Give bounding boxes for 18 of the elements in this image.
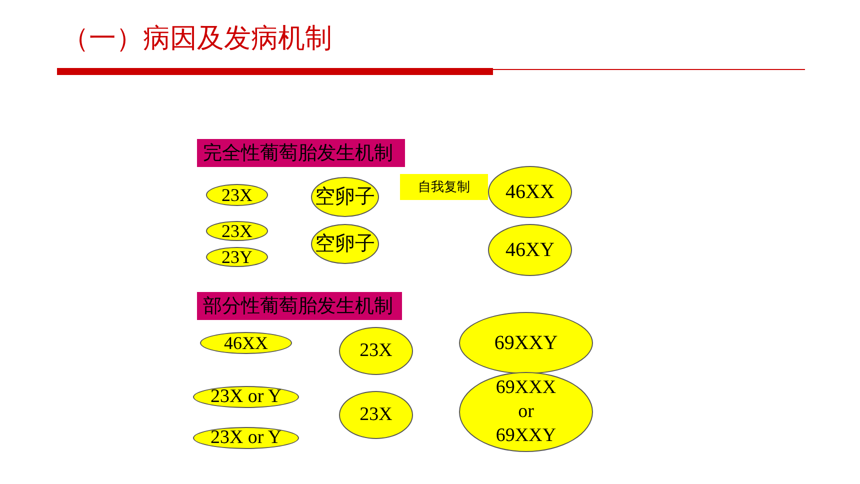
ellipse: 23X [206,184,268,206]
ellipse: 46XX [488,166,572,218]
ellipse: 23X or Y [193,386,299,408]
ellipse: 23X [339,391,413,439]
heading-band: 完全性葡萄胎发生机制 [197,139,405,167]
ellipse: 23X [339,327,413,375]
ellipse: 23X or Y [193,427,299,449]
ellipse: 23Y [206,247,268,267]
ellipse: 69XXX or 69XXY [459,372,593,452]
ellipse: 空卵子 [311,224,379,264]
heading-band: 部分性葡萄胎发生机制 [197,292,402,320]
label-box: 自我复制 [400,174,488,200]
title: （一）病因及发病机制 [62,22,332,56]
ellipse: 69XXY [459,312,593,374]
ellipse: 46XX [200,332,292,354]
ellipse: 空卵子 [311,177,379,217]
ellipse: 23X [206,221,268,241]
ellipse: 46XY [488,224,572,276]
